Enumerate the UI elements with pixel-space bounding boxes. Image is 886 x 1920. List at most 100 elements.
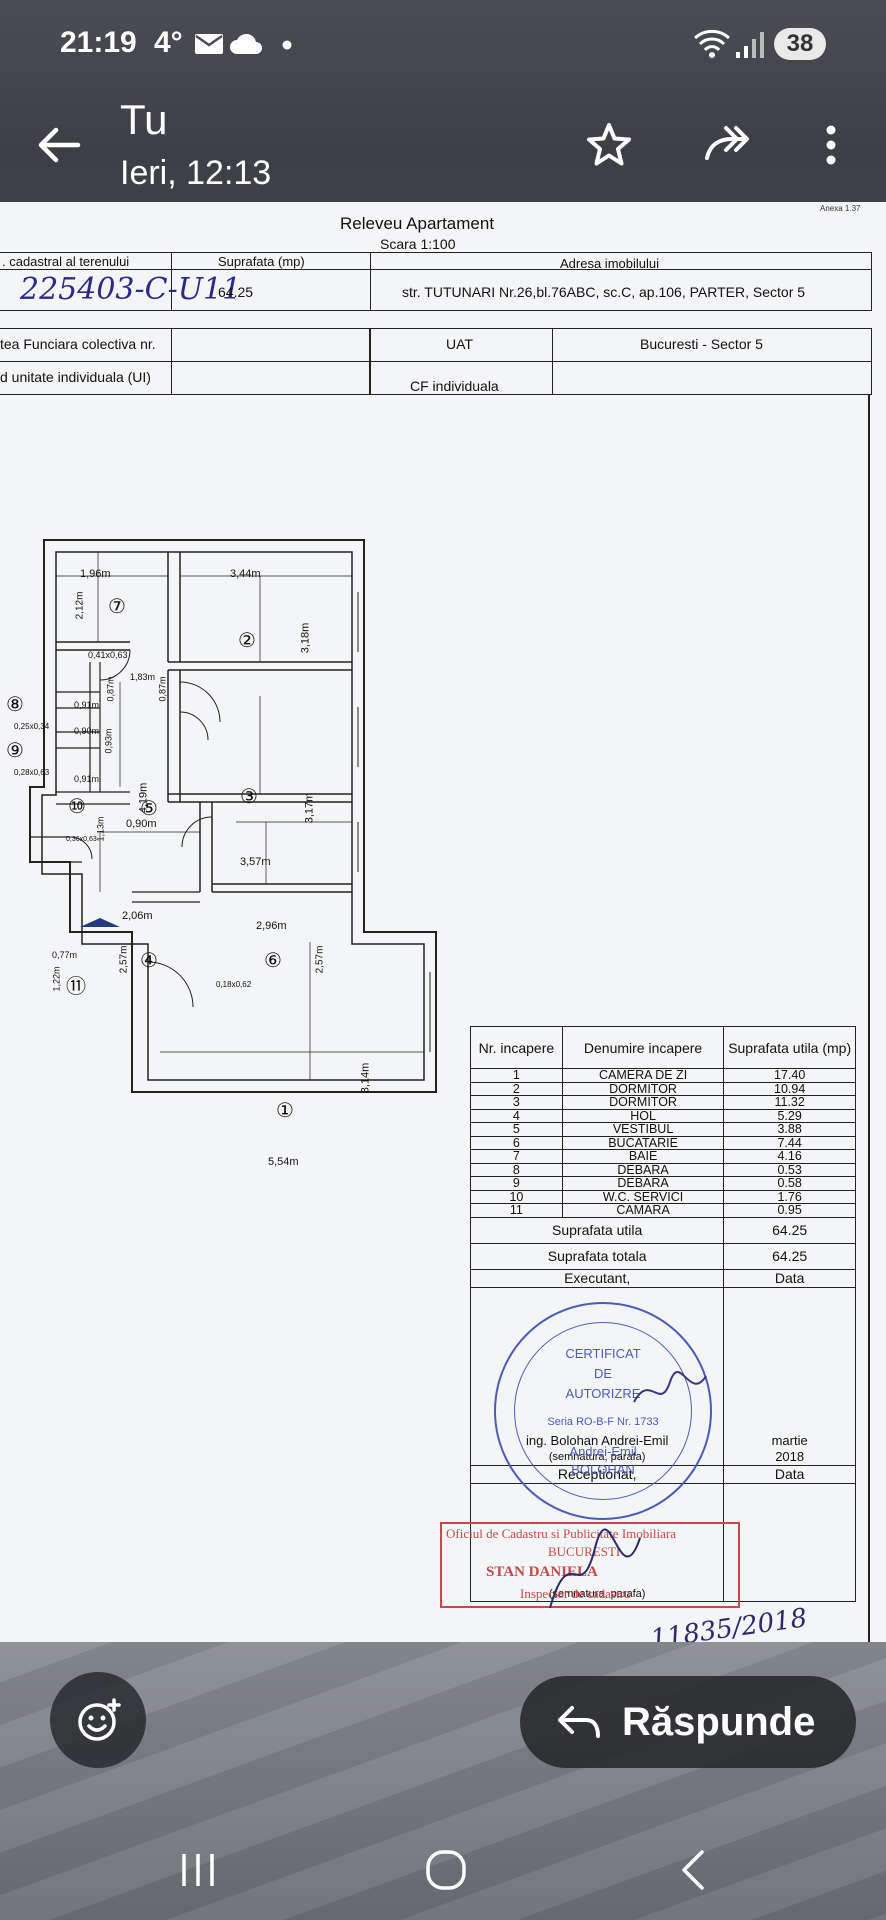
- dim-label: 0,28x0,63: [14, 768, 50, 777]
- cadastral-handwritten: 225403-C-U11: [20, 272, 242, 307]
- cadastre-stamp: [440, 1522, 740, 1608]
- suprafata-value: 64.25: [218, 284, 254, 300]
- more-vert-icon[interactable]: [806, 120, 856, 170]
- dim-label: 3,57m: [240, 856, 271, 868]
- dim-label: 5,54m: [268, 1156, 299, 1168]
- stamp-line: Seria RO-B-F Nr. 1733: [547, 1416, 659, 1428]
- cell-area: 3.88: [723, 1122, 856, 1137]
- cell-area: 1.76: [723, 1189, 856, 1204]
- cell-area: 11.32: [723, 1095, 856, 1110]
- cell-area: 0.53: [723, 1162, 856, 1177]
- stamp-line: AUTORIZRE: [565, 1386, 641, 1401]
- uat-value: Bucuresti - Sector 5: [640, 336, 763, 352]
- stamp-line: Andrei-Emil: [569, 1444, 637, 1459]
- cell-nr: 6: [470, 1135, 563, 1150]
- cell-nr: 10: [470, 1189, 563, 1204]
- back-arrow-icon[interactable]: [34, 120, 84, 170]
- nav-back-icon[interactable]: [666, 1842, 722, 1898]
- cell-name: DEBARA: [561, 1176, 725, 1191]
- authorization-stamp: CERTIFICAT DE AUTORIZRE Seria RO-B-F Nr.…: [494, 1302, 712, 1520]
- suprafata-utila-label: Suprafata utila: [469, 1216, 725, 1244]
- home-icon[interactable]: [418, 1842, 474, 1898]
- cf-cell: [552, 361, 872, 395]
- data-label-2: Data: [723, 1464, 856, 1484]
- suprafata-totala-value: 64.25: [723, 1242, 856, 1270]
- cell-area: 4.16: [723, 1149, 856, 1164]
- sender-name: Tu: [120, 96, 168, 143]
- executant-label: Executant,: [469, 1268, 725, 1288]
- room-number: ①: [276, 1100, 294, 1122]
- unitate-individuala: d unitate individuala (UI): [0, 369, 151, 385]
- room-number: ⑧: [6, 694, 24, 716]
- dim-label: 0,87m: [157, 676, 168, 702]
- cf-individuala: CF individuala: [410, 378, 499, 394]
- red-stamp-line: BUCURESTI: [548, 1544, 621, 1559]
- table-row: Executant, Data: [469, 1268, 856, 1288]
- th-suprafata: Suprafata utila (mp): [723, 1026, 856, 1069]
- cell-area: 0.58: [723, 1176, 856, 1191]
- signature-scribble: [633, 1371, 707, 1403]
- table-row: (semnatura, parafa): [469, 1482, 856, 1602]
- year: 2018: [775, 1448, 805, 1464]
- cell-area: 0.95: [723, 1203, 856, 1218]
- rooms-table: Nr. incapere Denumire incapere Suprafata…: [469, 1026, 856, 1602]
- room-number: ③: [240, 786, 258, 808]
- document-title: Releveu Apartament: [340, 214, 495, 233]
- recents-icon[interactable]: [170, 1842, 226, 1898]
- table-row: Suprafata utila 64.25: [469, 1216, 856, 1244]
- reply-label: Răspunde: [622, 1700, 816, 1744]
- page-border: [868, 394, 870, 1642]
- reply-button[interactable]: Răspunde: [520, 1676, 856, 1768]
- col-cadastral: . cadastral al terenului: [2, 254, 130, 269]
- dim-label: 0,18x0,62: [216, 980, 252, 989]
- dot-icon: [282, 40, 292, 50]
- stamp-line: BOLOHAN: [571, 1462, 635, 1477]
- month: martie: [771, 1432, 808, 1448]
- handwritten-number: 11835/2018: [648, 1603, 809, 1642]
- status-temperature: 4°: [154, 26, 183, 59]
- status-time: 21:19: [60, 26, 137, 59]
- room-number: ⑤: [140, 798, 158, 820]
- cell-name: W.C. SERVICI: [561, 1189, 725, 1204]
- cf-cell: [171, 328, 371, 395]
- message-header: Tu Ieri, 12:13: [0, 90, 886, 200]
- red-stamp-line: Inspector de cadastru: [520, 1586, 631, 1601]
- cell-name: DORMITOR: [561, 1095, 725, 1110]
- red-stamp-line: STAN DANIELA: [486, 1564, 598, 1580]
- forward-icon[interactable]: [702, 120, 752, 170]
- dim-label: 0,90m: [126, 818, 157, 830]
- executant-date-cell: martie 2018: [723, 1286, 856, 1466]
- room-number: ⑩: [68, 796, 86, 818]
- dim-label: 1,83m: [130, 672, 156, 682]
- signal-icon: [736, 32, 764, 58]
- cell-nr: 1: [470, 1068, 563, 1083]
- cell-area: 10.94: [723, 1081, 856, 1096]
- emoji-reaction-button[interactable]: [50, 1672, 146, 1768]
- col-adresa: Adresa imobilului: [560, 256, 659, 271]
- navigation-bar: [0, 1820, 886, 1920]
- document-scale: Scara 1:100: [380, 236, 456, 252]
- room-number: ⑨: [6, 740, 24, 762]
- receptionat-signature: [549, 1528, 641, 1609]
- dim-label: 0,77m: [52, 950, 78, 960]
- adresa-value: str. TUTUNARI Nr.26,bl.76ABC, sc.C, ap.1…: [402, 284, 806, 300]
- dim-label: 0,87m: [105, 676, 116, 702]
- stamp-inner-ring: [514, 1322, 692, 1500]
- cell-name: CAMARA: [561, 1203, 725, 1218]
- star-icon[interactable]: [584, 120, 634, 170]
- cell-area: 5.29: [723, 1108, 856, 1123]
- cell-nr: 7: [470, 1149, 563, 1164]
- red-stamp-line: Oficiul de Cadastru si Publicitate Imobi…: [446, 1526, 676, 1541]
- cell-nr: 4: [470, 1108, 563, 1123]
- dim-label: 3,17m: [303, 792, 316, 824]
- cell-nr: 9: [470, 1176, 563, 1191]
- cell-nr: 5: [470, 1122, 563, 1137]
- room-number: ⑦: [108, 596, 126, 618]
